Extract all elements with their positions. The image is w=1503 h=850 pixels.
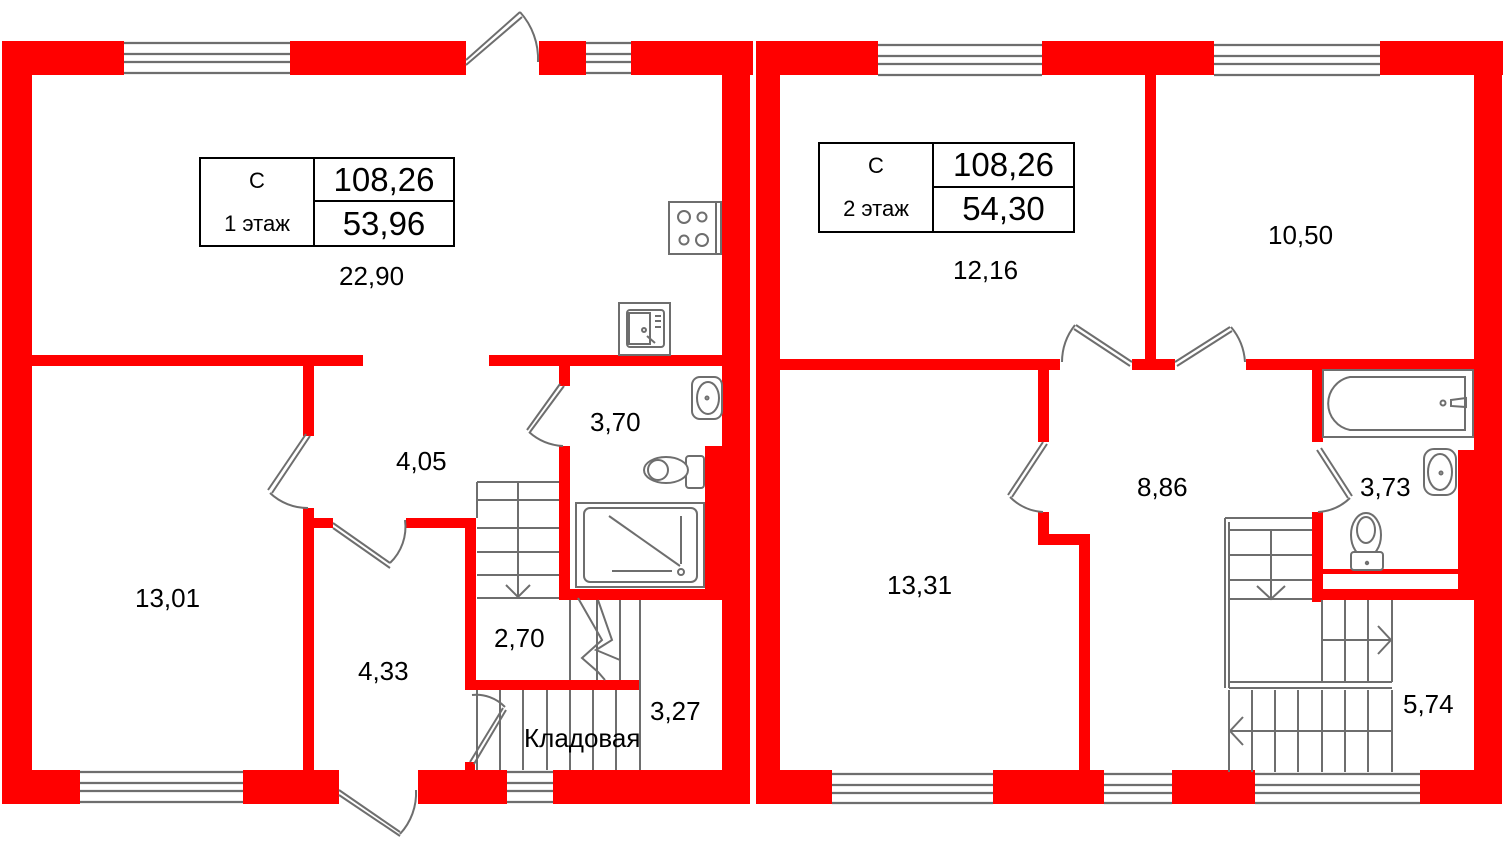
- floor-2-windows: [832, 43, 1420, 805]
- bathtub-icon: [1322, 369, 1474, 438]
- apartment-type: С: [201, 159, 315, 202]
- washbasin-icon: [691, 376, 723, 420]
- room-area-bedroom-1: 12,16: [953, 255, 1019, 285]
- floor-2-walls: [756, 41, 1503, 804]
- room-area-storage: 3,27: [650, 696, 701, 726]
- room-area-bathroom: 3,73: [1360, 472, 1411, 502]
- stove-icon: [668, 201, 722, 255]
- toilet-icon: [1350, 512, 1384, 571]
- kitchen-sink-icon: [618, 302, 671, 356]
- washbasin-icon: [1423, 448, 1457, 496]
- floor-2-fixtures: [1322, 369, 1474, 571]
- toilet-icon: [643, 455, 705, 489]
- floor-2-doors: [1007, 324, 1353, 513]
- room-area-bedroom-3: 13,31: [887, 570, 953, 600]
- floor-label: 2 этаж: [820, 187, 934, 231]
- room-area-bedroom: 13,01: [135, 583, 201, 613]
- floor-1-fixtures: [575, 201, 723, 588]
- shower-tray-icon: [575, 502, 705, 588]
- room-area-bedroom-2: 10,50: [1268, 220, 1334, 250]
- floor-2-info-box: С 108,26 2 этаж 54,30: [818, 142, 1075, 233]
- floor-1-windows: [80, 41, 631, 804]
- room-area-hall: 4,05: [396, 446, 447, 476]
- floor-1-doors: [267, 11, 565, 837]
- floor-1-walls: [2, 41, 753, 804]
- room-area-stair-room: 2,70: [494, 623, 545, 653]
- room-area-kitchen-living: 22,90: [339, 261, 405, 291]
- floor-area: 54,30: [962, 190, 1045, 228]
- floor-1-info-box: С 108,26 1 этаж 53,96: [199, 157, 455, 247]
- room-area-entrance: 4,33: [358, 656, 409, 686]
- room-area-bathroom: 3,70: [590, 407, 641, 437]
- room-area-stair-hall: 5,74: [1403, 689, 1454, 719]
- room-name-storage: Кладовая: [524, 723, 641, 753]
- apartment-type: С: [820, 144, 934, 188]
- room-area-hall: 8,86: [1137, 472, 1188, 502]
- total-area: 108,26: [934, 144, 1073, 188]
- floor-2-stairs: [1224, 517, 1393, 772]
- floor-1-stairs: [476, 481, 641, 770]
- total-area: 108,26: [315, 159, 453, 202]
- floor-label: 1 этаж: [201, 202, 315, 245]
- floor-area: 53,96: [342, 204, 426, 242]
